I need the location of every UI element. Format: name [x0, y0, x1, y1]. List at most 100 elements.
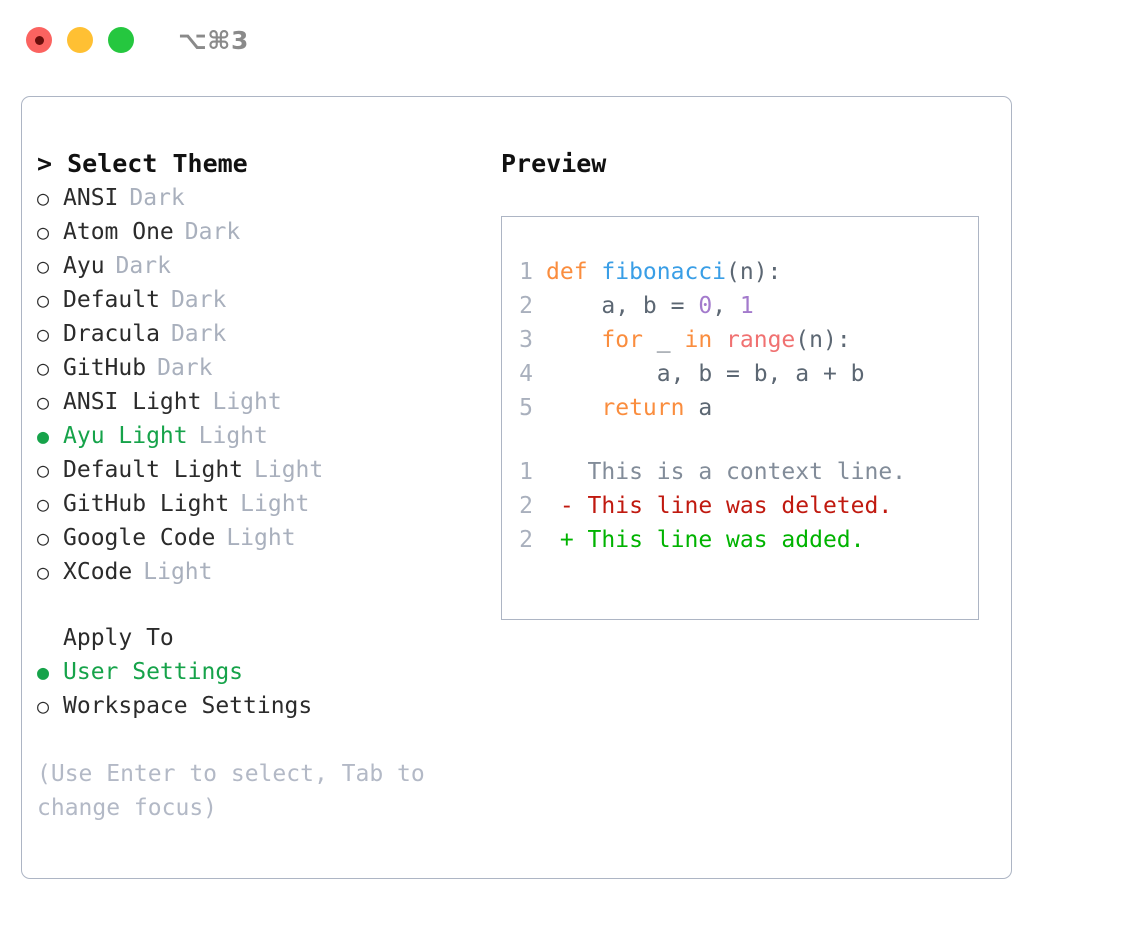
code-line: 2 a, b = 0, 1: [502, 289, 978, 323]
theme-option-label: ANSI: [63, 185, 119, 211]
theme-variant-tag: Dark: [170, 287, 227, 313]
radio-unselected-icon: ○: [37, 254, 50, 278]
line-number: 2: [519, 493, 533, 519]
radio-unselected-icon: ○: [37, 288, 50, 312]
theme-option-label: Atom One: [63, 219, 174, 245]
code-line: 5 return a: [502, 391, 978, 425]
code-token: a, b = b, a + b: [546, 361, 865, 387]
theme-variant-tag: Dark: [170, 321, 227, 347]
code-line: 1 def fibonacci(n):: [502, 255, 978, 289]
hint-spacer: [37, 723, 467, 757]
diff-line: 2 - This line was deleted.: [502, 489, 978, 523]
apply-to-header-label: Apply To: [63, 625, 174, 651]
code-token: _: [642, 327, 685, 353]
theme-option-label: Google Code: [63, 525, 216, 551]
theme-option-github-light[interactable]: ○ GitHub Light Light: [37, 487, 467, 521]
line-number: 5: [519, 395, 533, 421]
apply-to-option-workspace-settings[interactable]: ○ Workspace Settings: [37, 689, 467, 723]
radio-unselected-icon: ○: [37, 694, 50, 718]
theme-variant-tag: Dark: [184, 219, 241, 245]
code-token: a, b =: [546, 293, 699, 319]
code-token: [546, 395, 601, 421]
diff-line: 1 This is a context line.: [502, 455, 978, 489]
code-token: ,: [712, 293, 740, 319]
theme-option-atom-one[interactable]: ○ Atom One Dark: [37, 215, 467, 249]
section-spacer: [37, 589, 467, 621]
diff-line-content: - This line was deleted.: [546, 493, 893, 519]
keyboard-shortcut-label: ⌥⌘3: [178, 25, 249, 55]
radio-unselected-icon: ○: [37, 220, 50, 244]
line-number: 1: [519, 259, 533, 285]
theme-option-label: Dracula: [63, 321, 160, 347]
radio-unselected-icon: ○: [37, 356, 50, 380]
apply-to-option-list: ● User Settings ○ Workspace Settings: [37, 655, 467, 723]
theme-option-label: Ayu Light: [63, 423, 188, 449]
code-line-content: def fibonacci(n):: [546, 255, 781, 289]
theme-option-default[interactable]: ○ Default Dark: [37, 283, 467, 317]
line-number: 2: [519, 293, 533, 319]
theme-option-label: Ayu: [63, 253, 105, 279]
line-number: 2: [519, 527, 533, 553]
diff-line: 2 + This line was added.: [502, 523, 978, 557]
theme-variant-tag: Light: [240, 491, 310, 517]
code-token: [546, 327, 601, 353]
minimize-button[interactable]: [67, 27, 93, 53]
preview-header: Preview: [501, 149, 607, 178]
theme-variant-tag: Light: [212, 389, 282, 415]
code-line: 3 for _ in range(n):: [502, 323, 978, 357]
code-token: def: [546, 259, 602, 285]
radio-unselected-icon: ○: [37, 322, 50, 346]
apply-to-header-row: ○ Apply To: [37, 621, 467, 655]
line-number: 4: [519, 361, 533, 387]
radio-unselected-icon: ○: [37, 492, 50, 516]
theme-option-ayu-light[interactable]: ● Ayu Light Light: [37, 419, 467, 453]
theme-option-label: Default: [63, 287, 160, 313]
code-token: a: [684, 395, 713, 421]
radio-selected-icon: ●: [37, 424, 50, 448]
diff-sample: 1 This is a context line.2 - This line w…: [502, 455, 978, 557]
close-button[interactable]: [26, 27, 52, 53]
select-theme-header: > Select Theme: [37, 149, 248, 178]
code-line-content: a, b = b, a + b: [546, 357, 865, 391]
code-line: 4 a, b = b, a + b: [502, 357, 978, 391]
diff-line-content: This is a context line.: [546, 459, 907, 485]
code-token: fibonacci: [601, 259, 727, 285]
maximize-button[interactable]: [108, 27, 134, 53]
theme-option-label: Default Light: [63, 457, 244, 483]
apply-to-option-label: Workspace Settings: [63, 693, 313, 719]
code-line-content: a, b = 0, 1: [546, 289, 754, 323]
theme-option-dracula[interactable]: ○ Dracula Dark: [37, 317, 467, 351]
theme-variant-tag: Dark: [115, 253, 171, 279]
code-token: [712, 327, 726, 353]
code-token: 1: [739, 293, 754, 319]
code-token: for: [601, 327, 643, 353]
theme-variant-tag: Light: [143, 559, 213, 585]
theme-option-github[interactable]: ○ GitHub Dark: [37, 351, 467, 385]
line-number: 3: [519, 327, 533, 353]
radio-selected-icon: ●: [37, 660, 50, 684]
theme-option-ayu[interactable]: ○ Ayu Dark: [37, 249, 467, 283]
code-token: (n):: [795, 327, 851, 353]
apply-to-option-label: User Settings: [63, 659, 244, 685]
radio-unselected-icon: ○: [37, 526, 50, 550]
theme-variant-tag: Light: [254, 457, 324, 483]
apply-to-option-user-settings[interactable]: ● User Settings: [37, 655, 467, 689]
radio-unselected-icon: ○: [37, 186, 50, 210]
theme-variant-tag: Light: [198, 423, 268, 449]
theme-option-label: GitHub Light: [63, 491, 230, 517]
code-token: (n):: [726, 259, 782, 285]
title-bar: ⌥⌘3: [0, 0, 1140, 80]
diff-spacer: [502, 425, 978, 455]
theme-variant-tag: Dark: [157, 355, 213, 381]
theme-option-label: XCode: [63, 559, 133, 585]
code-line-content: for _ in range(n):: [546, 323, 851, 357]
theme-option-label: GitHub: [63, 355, 147, 381]
